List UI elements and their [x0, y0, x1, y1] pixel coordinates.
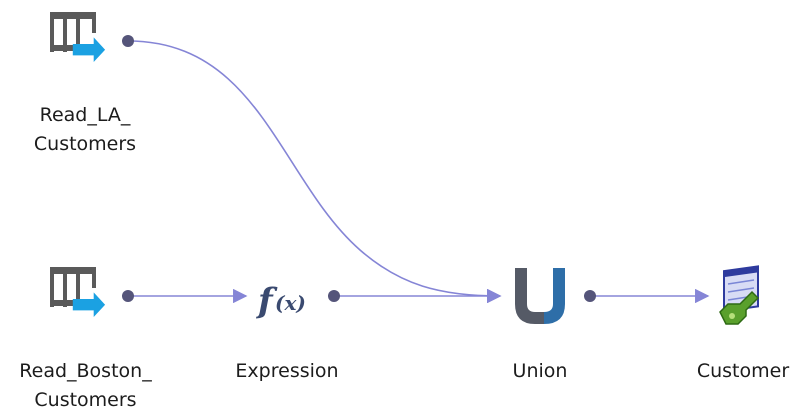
node-customer[interactable]: [719, 265, 760, 325]
node-label-union: Union: [490, 357, 590, 386]
label-line: Expression: [235, 360, 339, 382]
node-label-customer: Customer: [688, 357, 798, 386]
label-line: Read_Boston_: [19, 360, 152, 382]
svg-text:f: f: [256, 281, 278, 321]
node-union[interactable]: [515, 268, 596, 324]
table-source-icon: [50, 267, 106, 318]
fx-icon: f (x): [256, 281, 306, 321]
node-label-read-boston-customers: Read_Boston_ Customers: [8, 357, 163, 415]
svg-text:(x): (x): [275, 291, 306, 315]
node-label-read-la-customers: Read_LA_ Customers: [20, 101, 150, 159]
output-port[interactable]: [328, 290, 340, 302]
label-line: Read_LA_: [39, 104, 131, 126]
node-read-la-customers[interactable]: [50, 12, 134, 63]
label-line: Customers: [34, 389, 137, 411]
table-source-icon: [50, 12, 106, 63]
table-target-icon: [719, 265, 760, 325]
union-icon: [515, 268, 565, 324]
label-line: Union: [512, 360, 568, 382]
output-port[interactable]: [584, 290, 596, 302]
label-line: Customer: [696, 360, 790, 382]
node-read-boston-customers[interactable]: [50, 267, 134, 318]
edges: [127, 40, 710, 304]
node-label-expression: Expression: [222, 357, 352, 386]
node-expression[interactable]: f (x): [256, 281, 340, 321]
output-port[interactable]: [122, 35, 134, 47]
label-line: Customers: [33, 133, 137, 155]
output-port[interactable]: [122, 290, 134, 302]
edge-read-la-to-union[interactable]: [127, 40, 502, 304]
